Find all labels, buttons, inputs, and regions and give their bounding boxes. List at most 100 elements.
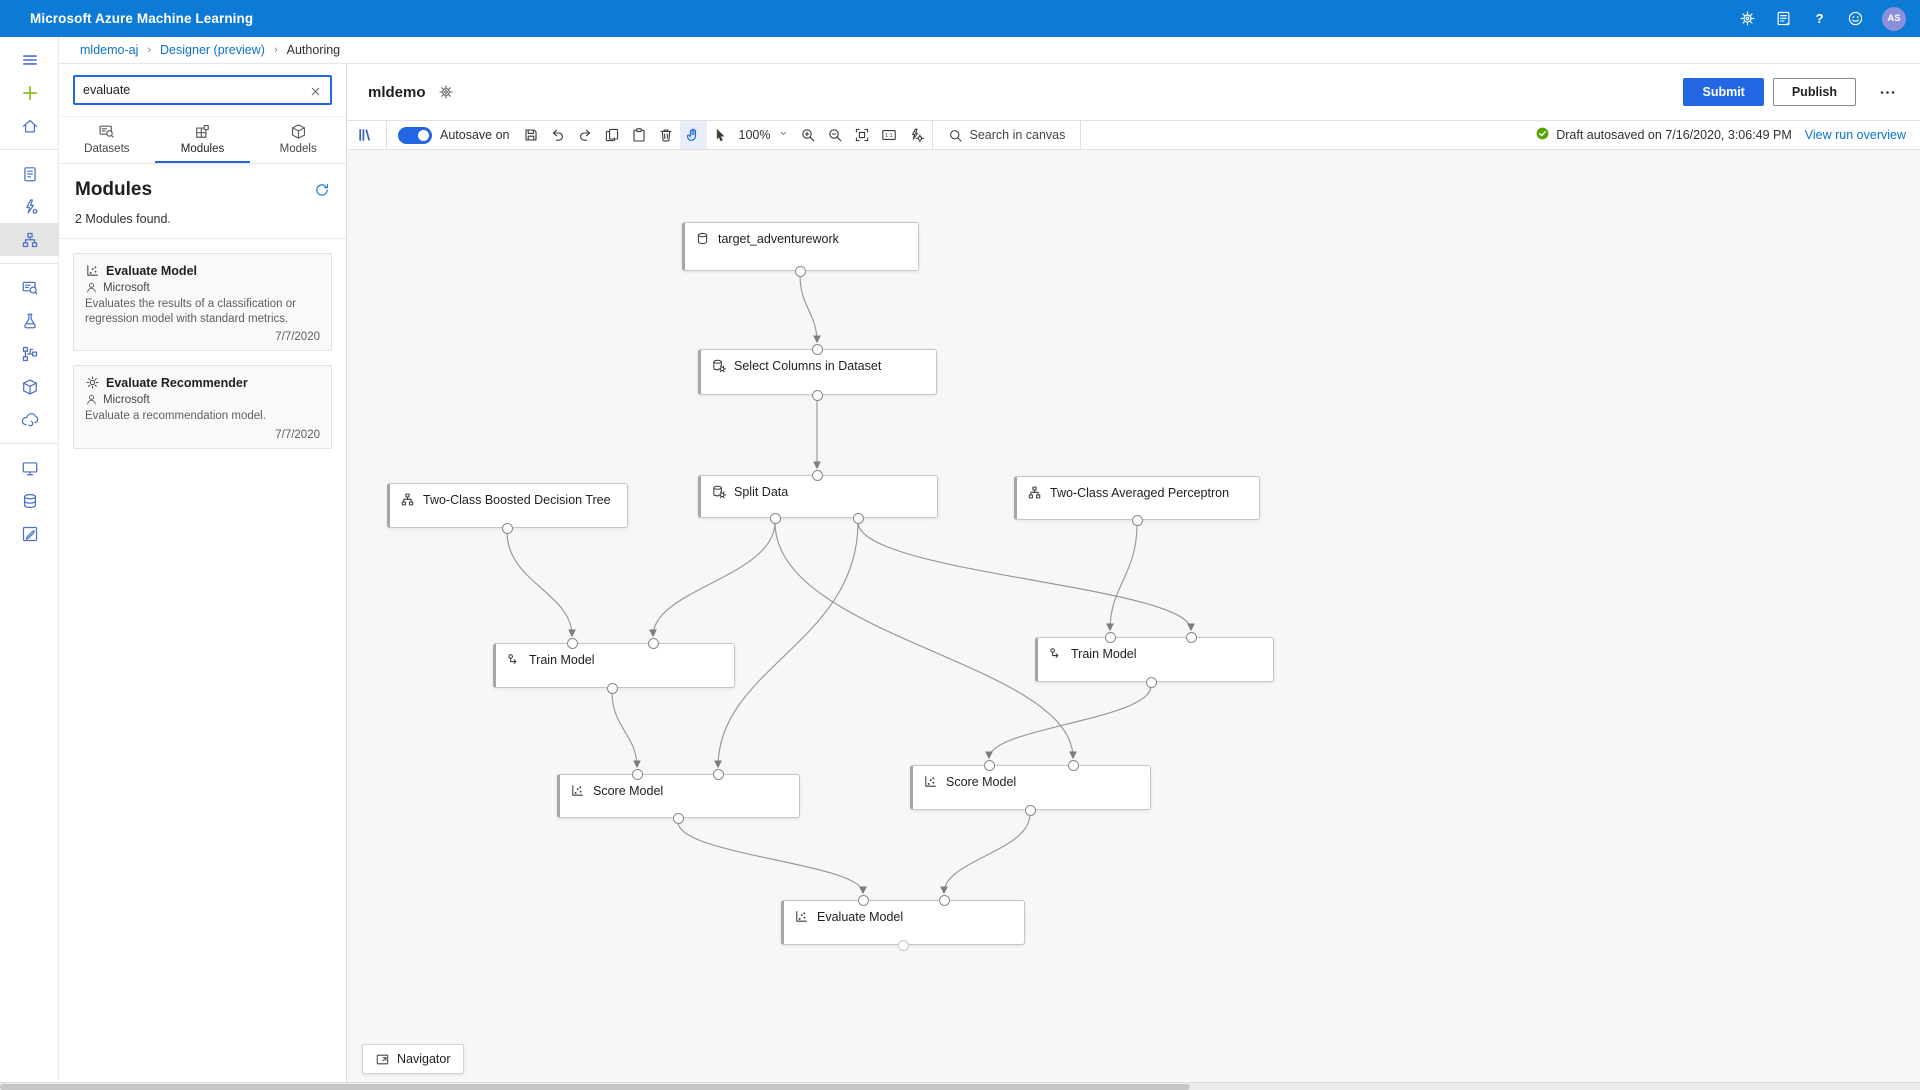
gear-icon [1739,10,1756,27]
zoom-out-button[interactable] [821,121,848,149]
node-trainL[interactable]: Train Model [493,643,735,688]
port[interactable] [1145,676,1157,688]
port[interactable] [811,389,823,401]
topbar-actions: ? AS [1732,4,1906,34]
breadcrumb-item[interactable]: mldemo-aj [80,43,139,57]
port[interactable] [897,939,909,951]
node-splitdata[interactable]: Split Data [698,475,938,518]
port[interactable] [983,759,995,771]
tree-icon [400,492,415,507]
sidebar-item-experiments[interactable] [0,304,59,337]
pipeline-settings-icon[interactable] [438,84,454,100]
module-author: Microsoft [103,393,150,406]
scrollbar-thumb[interactable] [0,1084,1191,1090]
pan-tool-button[interactable] [679,121,707,149]
port[interactable] [566,637,578,649]
feedback-button[interactable] [1840,4,1870,34]
port[interactable] [769,512,781,524]
port[interactable] [501,522,513,534]
tab-modules[interactable]: Modules [154,117,251,163]
sidebar-item-models[interactable] [0,370,59,403]
refresh-icon[interactable] [314,182,330,203]
port[interactable] [631,768,643,780]
autolayout-button[interactable] [902,121,929,149]
breadcrumb-item[interactable]: Designer (preview) [160,43,265,57]
node-dataset[interactable]: target_adventurework [682,222,919,271]
zoom-level-dropdown[interactable]: 100% [734,121,795,149]
port[interactable] [1131,514,1143,526]
more-options-icon[interactable] [1879,84,1896,101]
node-trainR[interactable]: Train Model [1035,637,1274,682]
tab-datasets[interactable]: Datasets [59,117,155,163]
save-button[interactable] [518,121,545,149]
svg-text:1:1: 1:1 [885,133,893,139]
autosave-toggle-switch[interactable] [398,126,432,144]
port[interactable] [606,682,618,694]
port[interactable] [852,512,864,524]
pointer-icon [712,127,728,143]
view-run-overview-link[interactable]: View run overview [1804,128,1906,142]
sidebar-item-pipelines[interactable] [0,337,59,370]
avatar[interactable]: AS [1882,6,1906,31]
sidebar-item-datasets[interactable] [0,271,59,304]
actual-size-button[interactable]: 1:1 [875,121,902,149]
node-perceptron[interactable]: Two-Class Averaged Perceptron [1014,476,1260,520]
sidebar-item-automated-ml[interactable] [0,190,59,223]
port[interactable] [811,343,823,355]
node-bdt[interactable]: Two-Class Boosted Decision Tree [387,483,628,528]
port[interactable] [857,894,869,906]
delete-icon [658,127,674,143]
select-tool-button[interactable] [707,121,734,149]
redo-button[interactable] [572,121,599,149]
node-evaluate[interactable]: Evaluate Model [781,900,1025,945]
horizontal-scrollbar[interactable] [0,1082,1920,1090]
port[interactable] [712,768,724,780]
port[interactable] [647,637,659,649]
node-scoreR[interactable]: Score Model [910,765,1151,810]
zoom-to-fit-button[interactable] [848,121,875,149]
undo-icon [550,127,566,143]
submit-button[interactable]: Submit [1683,78,1764,106]
port[interactable] [1067,759,1079,771]
canvas-search[interactable]: Search in canvas [936,121,1077,149]
autosave-status: Draft autosaved on 7/16/2020, 3:06:49 PM [1535,126,1792,144]
node-scoreL[interactable]: Score Model [557,774,800,818]
database-gear-icon [711,358,726,373]
sidebar-item-nav-menu[interactable] [0,43,59,76]
sidebar-item-new-button[interactable] [0,76,59,109]
sidebar-item-endpoints[interactable] [0,403,59,436]
port[interactable] [938,894,950,906]
sidebar-item-home[interactable] [0,109,59,142]
sidebar-item-compute[interactable] [0,451,59,484]
clear-search-icon[interactable] [306,82,324,100]
delete-button[interactable] [653,121,680,149]
sidebar-item-datastores[interactable] [0,484,59,517]
port[interactable] [672,812,684,824]
toggle-module-palette-button[interactable] [347,121,383,149]
port[interactable] [1024,804,1036,816]
sidebar-item-notebooks[interactable] [0,157,59,190]
port[interactable] [811,469,823,481]
help-button[interactable]: ? [1804,4,1834,34]
publish-button[interactable]: Publish [1772,78,1856,106]
settings-button[interactable] [1732,4,1762,34]
hamburger-icon [21,51,39,69]
zoom-in-button[interactable] [794,121,821,149]
port[interactable] [1185,631,1197,643]
autosave-toggle[interactable]: Autosave on [390,121,518,149]
port[interactable] [1104,631,1116,643]
node-selectcols[interactable]: Select Columns in Dataset [698,349,937,395]
palette-search-input[interactable] [73,75,332,105]
paste-button[interactable] [626,121,653,149]
copy-button[interactable] [599,121,626,149]
tab-models[interactable]: Models [250,117,346,163]
release-notes-button[interactable] [1768,4,1798,34]
port[interactable] [794,265,806,277]
sidebar-item-data-labeling[interactable] [0,517,59,550]
sidebar-item-designer[interactable] [0,223,59,256]
undo-button[interactable] [545,121,572,149]
navigator-button[interactable]: Navigator [362,1044,464,1074]
